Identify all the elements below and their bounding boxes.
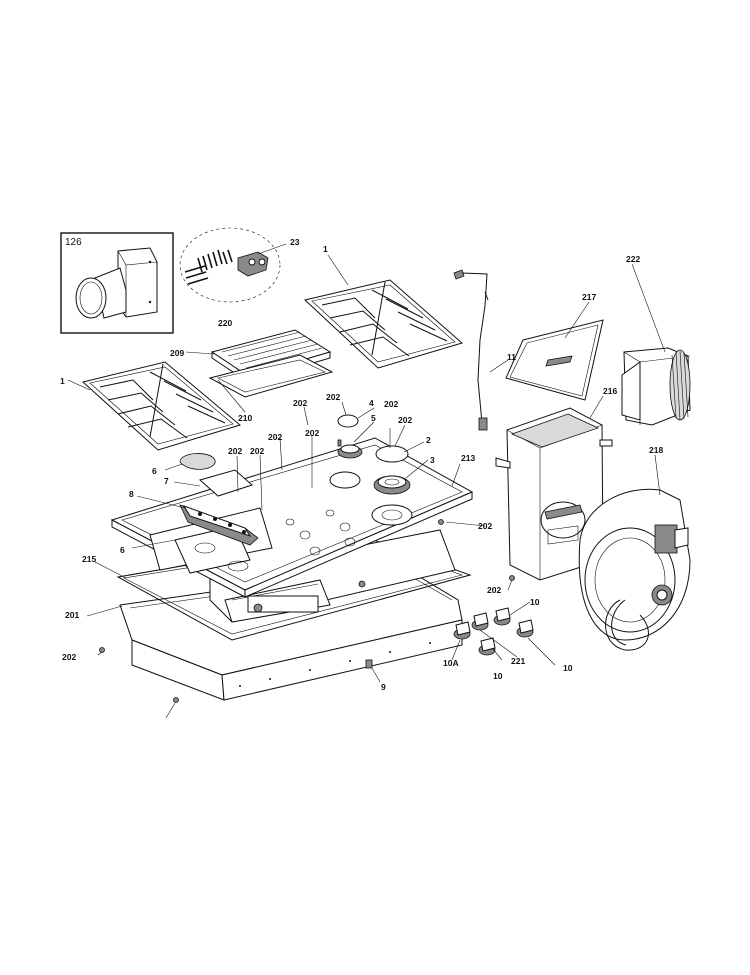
callout-6-bottom: 6 [120, 545, 125, 555]
callout-209: 209 [170, 348, 184, 358]
callout-202-d: 202 [398, 415, 412, 425]
callout-1-left: 1 [60, 376, 65, 386]
callout-10-a: 10 [530, 597, 540, 607]
duct-adapter-222 [621, 347, 691, 426]
burner-head-3 [373, 475, 411, 495]
burner-grate-right [303, 279, 464, 369]
callout-9: 9 [381, 682, 386, 692]
access-panel-217 [505, 319, 604, 401]
wire-harness-11 [453, 269, 489, 431]
callout-10-b: 10 [493, 671, 503, 681]
callout-202-b: 202 [384, 399, 398, 409]
knobs-10 [453, 607, 534, 656]
callout-201: 201 [65, 610, 79, 620]
callout-202-g: 202 [228, 446, 242, 456]
callout-221: 221 [511, 656, 525, 666]
blower-motor-218 [578, 488, 691, 651]
inset-126-transition-duct: 126 [60, 232, 174, 334]
callout-210: 210 [238, 413, 252, 423]
callout-202-k: 202 [62, 652, 76, 662]
cap-6-top [179, 453, 216, 470]
callout-213: 213 [461, 453, 475, 463]
callout-8: 8 [129, 489, 134, 499]
shield-7 [198, 469, 253, 497]
callout-10a: 10A [443, 658, 459, 668]
burner-grate-left [81, 361, 242, 451]
callout-11: 11 [507, 352, 516, 362]
callout-217: 217 [582, 292, 596, 302]
callout-1-right: 1 [323, 244, 328, 254]
burner-head-5 [337, 439, 363, 459]
screws-202 [99, 519, 515, 703]
callout-202-i: 202 [478, 521, 492, 531]
burner-cap-4 [337, 414, 359, 428]
callout-2: 2 [426, 435, 431, 445]
inner-tub [209, 529, 456, 623]
callout-222: 222 [626, 254, 640, 264]
callout-218: 218 [649, 445, 663, 455]
callout-7: 7 [164, 476, 169, 486]
callout-202-h: 202 [250, 446, 264, 456]
callout-202-f: 202 [305, 428, 319, 438]
leader-lines [67, 243, 666, 719]
callout-202-a: 202 [326, 392, 340, 402]
burner-box-201 [119, 564, 463, 701]
callout-3: 3 [430, 455, 435, 465]
cooktop-213 [110, 437, 474, 598]
callout-23: 23 [290, 237, 300, 247]
burner-cap-2 [375, 445, 409, 463]
callout-202-c: 202 [293, 398, 307, 408]
callout-202-e: 202 [268, 432, 282, 442]
callout-215: 215 [82, 554, 96, 564]
callout-6-top: 6 [152, 466, 157, 476]
griddle-burner-8 [179, 504, 259, 546]
hardware-kit-23 [179, 227, 281, 303]
griddle-tray-210 [208, 354, 334, 398]
callout-220: 220 [218, 318, 232, 328]
callout-5: 5 [371, 413, 376, 423]
callout-202-j: 202 [487, 585, 501, 595]
blower-housing-216 [495, 407, 613, 581]
callout-10-c: 10 [563, 663, 573, 673]
callout-216: 216 [603, 386, 617, 396]
inset-label: 126 [65, 237, 82, 248]
callout-4: 4 [369, 398, 374, 408]
callout-labels: 1 1 23 220 209 210 222 217 11 216 218 20… [60, 237, 663, 692]
